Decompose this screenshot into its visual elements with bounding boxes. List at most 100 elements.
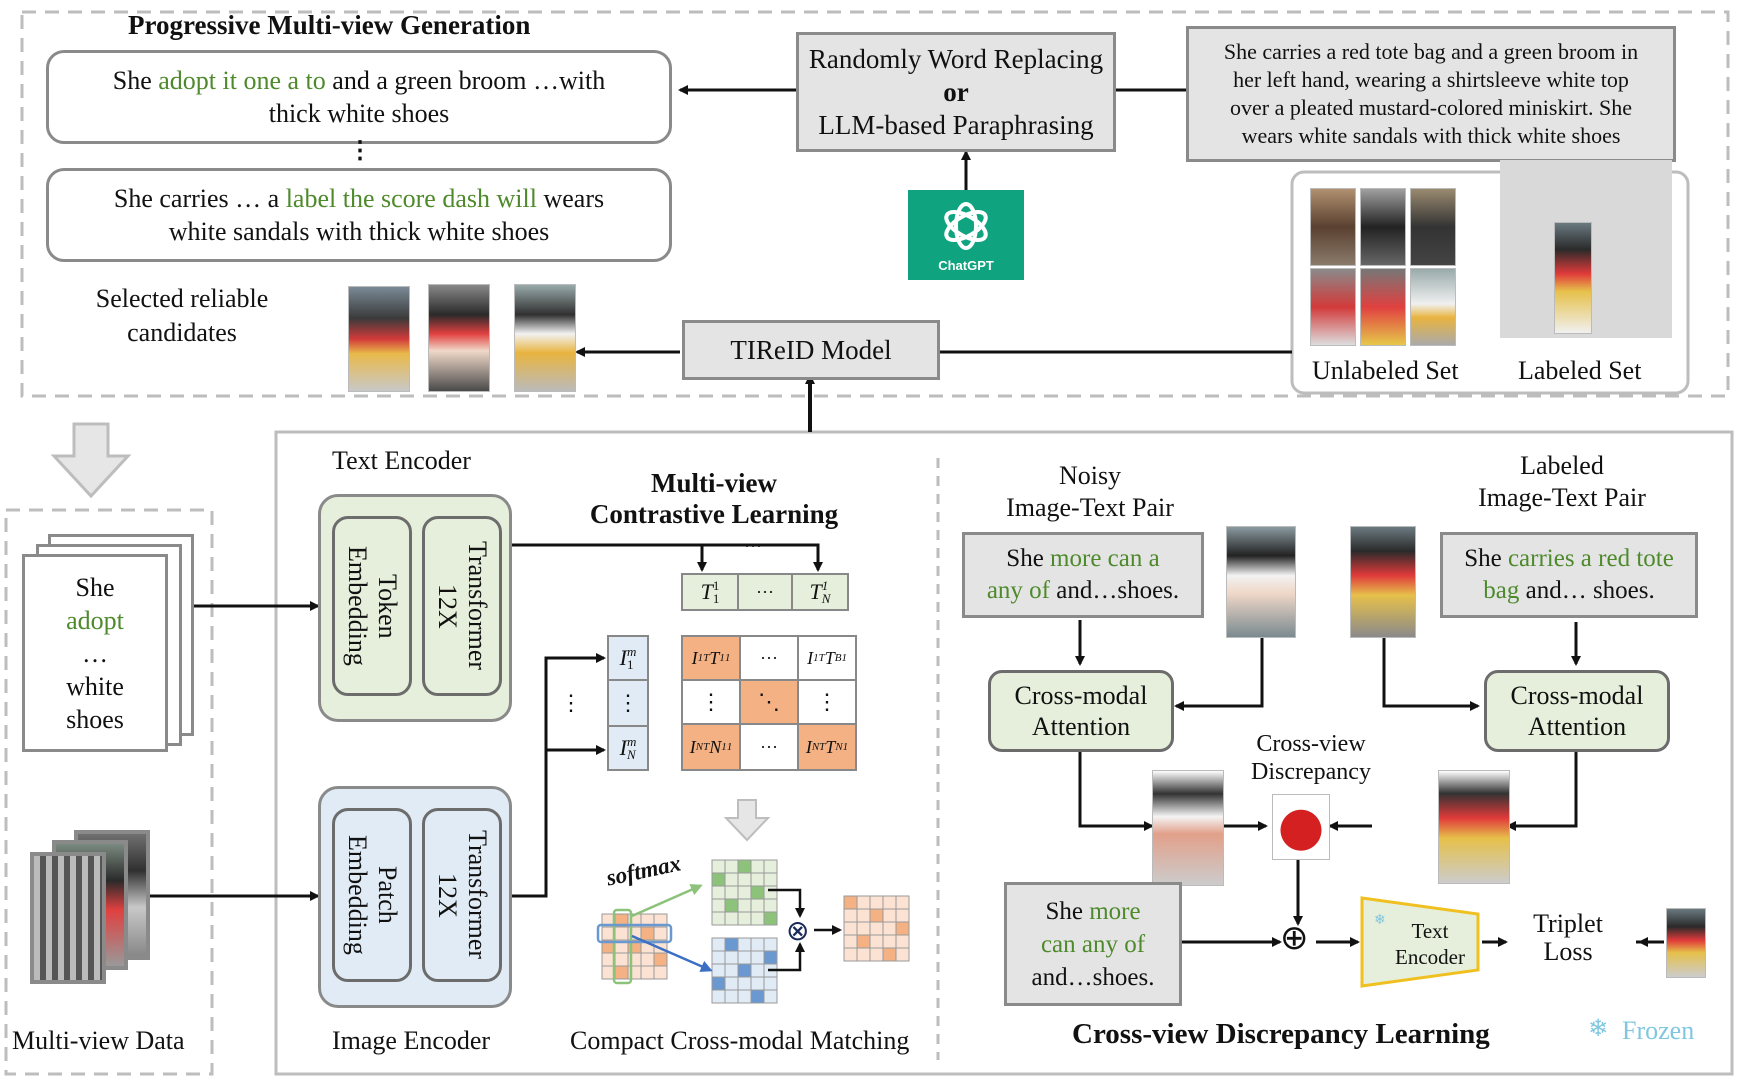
mvcl-title-line2: Contrastive Learning — [589, 499, 839, 529]
text-encoder-line2: Encoder — [1395, 945, 1465, 969]
noisy-label-line1: Noisy — [1058, 461, 1122, 490]
i-last-sup: m — [626, 734, 637, 749]
augmentation-method-box: Randomly Word Replacing or LLM-based Par… — [796, 32, 1116, 152]
compact-grids — [596, 859, 910, 1004]
card-word-1: She — [75, 572, 115, 602]
gen2-replaced: label the score dash will — [285, 184, 537, 213]
t-middle-dots: ··· — [756, 581, 774, 602]
chatgpt-knot-icon — [944, 202, 988, 250]
i-last-sub: N — [626, 747, 636, 762]
i-column-dots: ⋮ — [560, 690, 582, 715]
cma-labeled-line1: Cross-modal — [1510, 681, 1644, 710]
cma-noisy-line2: Attention — [1031, 712, 1131, 741]
similarity-matrix — [681, 635, 857, 771]
candidate-image-3 — [514, 284, 576, 392]
top-panel-title: Progressive Multi-view Generation — [128, 10, 531, 40]
unlabeled-image-6 — [1410, 268, 1456, 346]
labeled-pre: She — [1464, 545, 1508, 572]
noisy-green2: any of — [986, 577, 1050, 604]
gen1-post: and a green broom …with — [325, 66, 606, 95]
i-first-sub: 1 — [626, 657, 634, 672]
noisy-text-box: She more can a any of and…shoes. — [962, 532, 1204, 618]
t-first-letter: T — [700, 579, 713, 604]
tireid-label: TIReID Model — [730, 334, 892, 365]
mvcl-title: Multi-view Contrastive Learning — [560, 468, 868, 530]
cross-modal-attention-labeled: Cross-modal Attention — [1484, 670, 1670, 752]
oplus-icon: ⊕ — [1280, 918, 1309, 958]
gen1-replaced: adopt it one a to — [158, 66, 326, 95]
generated-caption-1: She adopt it one a to and a green broom … — [46, 50, 672, 144]
card-word-3: … — [82, 638, 108, 668]
original-caption-box: She carries a red tote bag and a green b… — [1186, 26, 1676, 162]
image-transformer-block: Transformer 12X — [422, 808, 502, 982]
unlabeled-image-2 — [1360, 188, 1406, 266]
gen2-pre: She carries … a — [113, 184, 286, 213]
t-last-sup: 1 — [821, 578, 829, 593]
text-encoder-line1: Text — [1411, 919, 1449, 943]
unlabeled-image-3 — [1410, 188, 1456, 266]
caption-line1: She carries a red tote bag and a green b… — [1223, 39, 1639, 64]
triplet-line1: Triplet — [1533, 909, 1603, 938]
caption-line2: her left hand, wearing a shirtsleeve whi… — [1233, 67, 1629, 92]
anchor-image — [1666, 908, 1706, 978]
generated-caption-2: She carries … a label the score dash wil… — [46, 168, 672, 262]
cma-noisy-line1: Cross-modal — [1014, 681, 1148, 710]
source-grid-row-highlight — [596, 923, 673, 944]
set-frame — [1290, 170, 1690, 395]
t-first-sub: 1 — [712, 591, 720, 606]
noisy-pre: She — [1006, 545, 1051, 572]
chatgpt-label: ChatGPT — [938, 258, 994, 273]
labeled-label-line1: Labeled — [1520, 451, 1604, 480]
caption-line4: wears white sandals with thick white sho… — [1241, 123, 1621, 148]
bottom-green2: can any of — [1040, 930, 1146, 958]
mvcl-title-line1: Multi-view — [651, 468, 777, 498]
noisy-post: and…shoes. — [1050, 577, 1180, 604]
output-grid — [843, 895, 910, 962]
frozen-label: Frozen — [1622, 1016, 1695, 1045]
patch-embedding-block: Patch Embedding — [332, 808, 412, 982]
ccm-label: Compact Cross-modal Matching — [570, 1026, 910, 1055]
bottom-green1: more — [1089, 897, 1141, 925]
method-or: or — [943, 76, 969, 107]
chatgpt-logo-icon: ChatGPT — [908, 190, 1024, 280]
source-grid-column-highlight — [612, 908, 633, 985]
labeled-text-box: She carries a red tote bag and… shoes. — [1440, 532, 1698, 618]
unlabeled-set-label: Unlabeled Set — [1312, 356, 1459, 385]
cross-view-discrepancy-label: Cross-view Discrepancy — [1226, 730, 1396, 786]
unlabeled-image-4 — [1310, 268, 1356, 346]
matrix-dots-top: ··· — [760, 647, 778, 668]
text-card-front: She adopt … white shoes — [22, 554, 168, 752]
labeled-green2: bag — [1483, 577, 1520, 604]
image-encoder-label: Image Encoder — [332, 1026, 491, 1055]
t-first-sup: 1 — [712, 578, 720, 593]
labeled-green1: carries a red tote — [1507, 545, 1674, 572]
t-last-letter: T — [809, 579, 822, 604]
labeled-image — [1554, 222, 1592, 334]
frozen-snowflake-icon: ❄ — [1588, 1014, 1609, 1042]
text-transformer-block: Transformer 12X — [422, 516, 502, 696]
selected-candidates-label: Selected reliable candidates — [78, 282, 286, 350]
method-line3: LLM-based Paraphrasing — [818, 109, 1094, 140]
unlabeled-image-5 — [1360, 268, 1406, 346]
vertical-dots: ⋮ — [348, 138, 372, 164]
unlabeled-image-1 — [1310, 188, 1356, 266]
discrepancy-line2: Discrepancy — [1251, 759, 1371, 785]
blue-grid — [711, 937, 778, 1004]
discrepancy-line1: Cross-view — [1256, 731, 1366, 757]
image-stack-front — [30, 852, 106, 984]
i-first-letter: I — [619, 645, 627, 670]
card-word-4: white — [66, 671, 124, 701]
noisy-pair-label: Noisy Image-Text Pair — [992, 460, 1188, 524]
token-embedding-block: Token Embedding — [332, 516, 412, 696]
labeled-pair-label: Labeled Image-Text Pair — [1462, 450, 1662, 514]
gen2-post: wears — [536, 184, 605, 213]
candidate-image-1 — [348, 286, 410, 392]
labeled-attention-image — [1438, 770, 1510, 884]
bottom-panel-frame — [274, 430, 1734, 1076]
tireid-model-box: TIReID Model — [682, 320, 940, 380]
